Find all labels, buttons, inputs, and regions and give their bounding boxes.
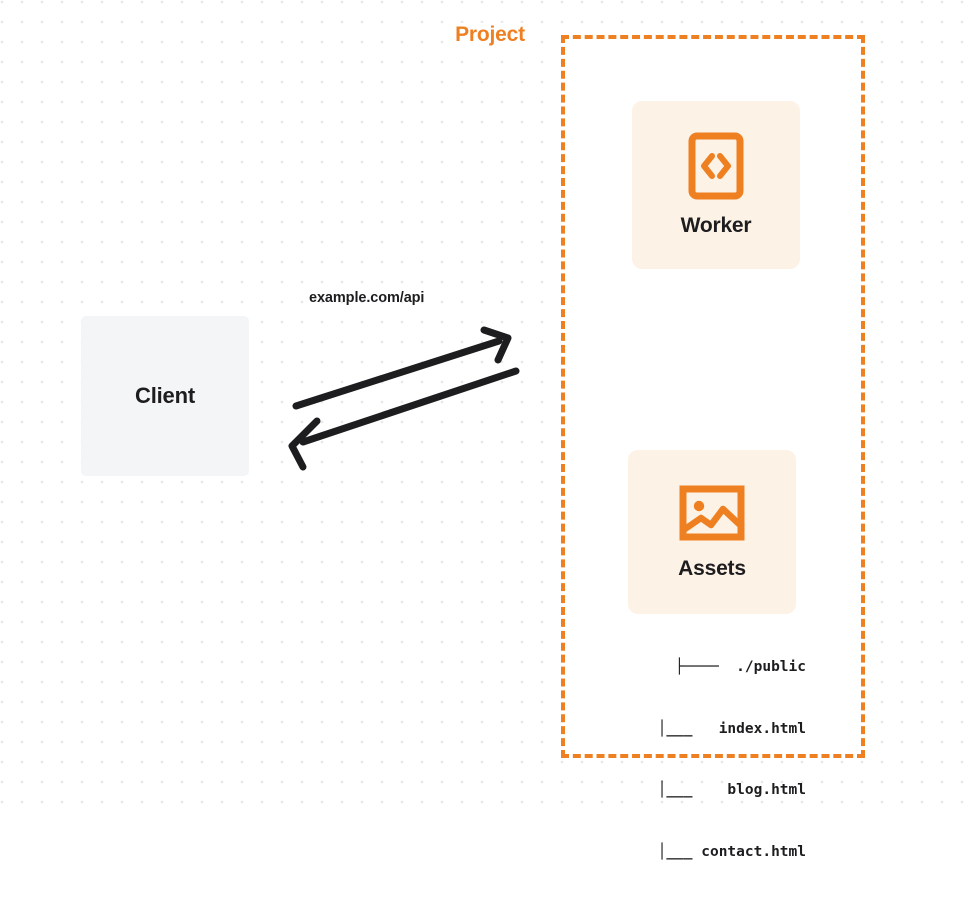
worker-node-label: Worker [680,214,752,237]
worker-node[interactable]: Worker [632,101,800,269]
file-tree-row: │___ blog.html [657,782,806,798]
connection-label: example.com/api [309,290,425,306]
code-brackets-icon [688,132,744,200]
file-tree-row: │___ contact.html [657,843,806,860]
file-tree-row: ├──── ./public [675,659,806,675]
request-arrow-icon [292,326,512,410]
file-tree-row: │___ index.html [657,720,806,737]
client-node-label: Client [135,383,195,408]
file-tree: ├──── ./public │___ index.html │___ blog… [596,616,806,903]
assets-node[interactable]: Assets [628,450,796,614]
image-icon [679,485,745,541]
diagram-canvas: Client example.com/api Project Worker [0,0,980,860]
response-arrow-icon [288,367,520,471]
project-title: Project [448,23,532,47]
client-node[interactable]: Client [81,316,249,476]
assets-node-label: Assets [678,557,746,580]
